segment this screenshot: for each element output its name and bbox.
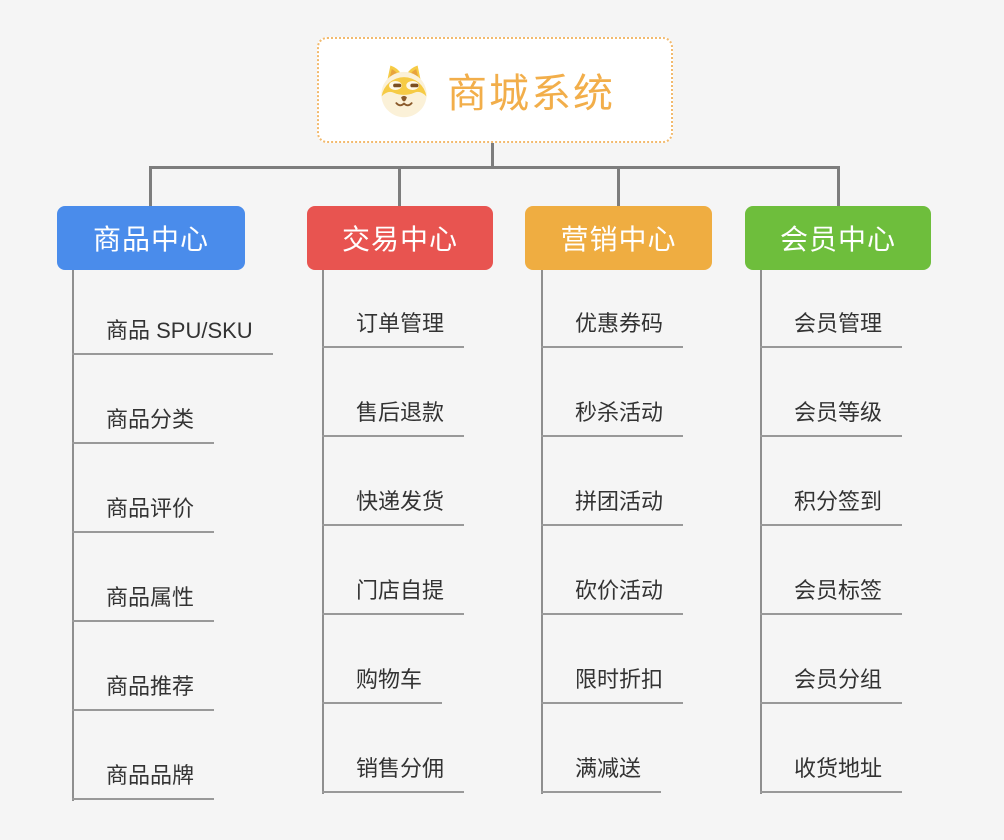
- leaf-node[interactable]: 积分签到: [760, 486, 903, 526]
- spine-marketing-center: [541, 270, 543, 794]
- shiba-dog-icon: [381, 65, 427, 118]
- connector-bus: [149, 166, 840, 169]
- spine-member-center: [760, 270, 762, 794]
- root-node[interactable]: 商城系统: [317, 37, 673, 143]
- spine-product-center: [72, 270, 74, 801]
- branch-node-product-center[interactable]: 商品中心: [57, 206, 245, 270]
- leaf-node[interactable]: 拼团活动: [541, 486, 684, 526]
- leaf-node[interactable]: 购物车: [322, 664, 443, 704]
- leaf-node[interactable]: 收货地址: [760, 753, 903, 793]
- root-title: 商城系统: [447, 72, 615, 116]
- connector-drop-product: [149, 166, 152, 206]
- connector-drop-member: [837, 166, 840, 206]
- leaf-node[interactable]: 会员分组: [760, 664, 903, 704]
- branch-label: 商品中心: [92, 224, 209, 255]
- spine-trade-center: [322, 270, 324, 794]
- leaf-node[interactable]: 商品分类: [72, 404, 215, 444]
- leaf-node[interactable]: 砍价活动: [541, 575, 684, 615]
- leaf-node[interactable]: 限时折扣: [541, 664, 684, 704]
- leaf-node[interactable]: 商品属性: [72, 582, 215, 622]
- leaf-node[interactable]: 会员标签: [760, 575, 903, 615]
- leaf-node[interactable]: 销售分佣: [322, 753, 465, 793]
- leaf-node[interactable]: 商品推荐: [72, 671, 215, 711]
- leaf-node[interactable]: 会员等级: [760, 397, 903, 437]
- leaf-node[interactable]: 商品 SPU/SKU: [72, 315, 273, 355]
- leaf-node[interactable]: 秒杀活动: [541, 397, 684, 437]
- connector-drop-marketing: [617, 166, 620, 206]
- branch-label: 营销中心: [560, 224, 677, 255]
- leaf-node[interactable]: 订单管理: [322, 308, 465, 348]
- connector-root-stub: [491, 141, 494, 168]
- leaf-node[interactable]: 门店自提: [322, 575, 465, 615]
- leaf-node[interactable]: 满减送: [541, 753, 662, 793]
- branch-node-trade-center[interactable]: 交易中心: [307, 206, 493, 270]
- connector-drop-trade: [398, 166, 401, 206]
- leaf-node[interactable]: 快递发货: [322, 486, 465, 526]
- branch-node-marketing-center[interactable]: 营销中心: [525, 206, 712, 270]
- branch-label: 交易中心: [341, 224, 458, 255]
- leaf-node[interactable]: 售后退款: [322, 397, 465, 437]
- branch-node-member-center[interactable]: 会员中心: [745, 206, 931, 270]
- leaf-node[interactable]: 会员管理: [760, 308, 903, 348]
- leaf-node[interactable]: 商品品牌: [72, 760, 215, 800]
- branch-label: 会员中心: [779, 224, 896, 255]
- leaf-node[interactable]: 商品评价: [72, 493, 215, 533]
- leaf-node[interactable]: 优惠券码: [541, 308, 684, 348]
